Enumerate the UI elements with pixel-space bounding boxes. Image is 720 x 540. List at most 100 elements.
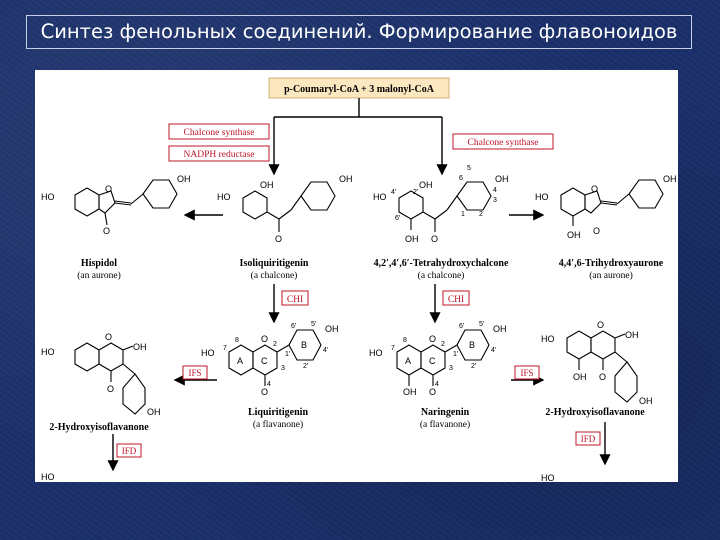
class-liquiritigenin: (a flavanone) bbox=[253, 419, 303, 430]
svg-text:OH: OH bbox=[325, 324, 339, 334]
enzyme-chi-right: CHI bbox=[448, 295, 464, 305]
label-liquiritigenin: Liquiritigenin bbox=[248, 407, 308, 418]
svg-text:3: 3 bbox=[449, 365, 453, 372]
svg-text:OH: OH bbox=[567, 230, 581, 240]
svg-text:HO: HO bbox=[373, 192, 387, 202]
label-hydroxyisoflavanone-left: 2-Hydroxyisoflavanone bbox=[49, 422, 149, 433]
svg-text:7: 7 bbox=[391, 345, 395, 352]
svg-text:4: 4 bbox=[493, 187, 497, 194]
enzyme-ifs-right: IFS bbox=[520, 368, 533, 378]
svg-text:6: 6 bbox=[459, 175, 463, 182]
svg-text:OH: OH bbox=[573, 372, 587, 382]
svg-text:4: 4 bbox=[435, 381, 439, 388]
svg-text:OH: OH bbox=[133, 342, 147, 352]
diagram-panel: p-Coumaryl-CoA + 3 malonyl-CoA Chalcone … bbox=[35, 70, 678, 482]
fragment-ho-bottom-right: HO bbox=[541, 473, 555, 482]
svg-text:O: O bbox=[429, 334, 436, 344]
svg-text:B: B bbox=[301, 340, 307, 350]
class-isoliquiritigenin: (a chalcone) bbox=[251, 270, 298, 281]
svg-text:OH: OH bbox=[405, 234, 419, 244]
enzyme-chalcone-synthase-left: Chalcone synthase bbox=[184, 128, 255, 138]
svg-text:6′: 6′ bbox=[459, 323, 465, 330]
svg-text:HO: HO bbox=[41, 192, 55, 202]
svg-text:OH: OH bbox=[625, 330, 639, 340]
svg-text:HO: HO bbox=[217, 192, 231, 202]
start-substrates: p-Coumaryl-CoA + 3 malonyl-CoA bbox=[284, 84, 435, 95]
svg-text:O: O bbox=[107, 384, 114, 394]
structure-liquiritigenin: HO O O OH A C B 8 7 2 3 4 6′ 5′ 4′ 2′ 1′ bbox=[201, 321, 339, 397]
svg-text:6′: 6′ bbox=[395, 215, 401, 222]
enzyme-ifd-left: IFD bbox=[122, 446, 137, 456]
slide-title: Синтез фенольных соединений. Формировани… bbox=[26, 15, 692, 49]
svg-text:6′: 6′ bbox=[291, 323, 297, 330]
svg-text:HO: HO bbox=[535, 192, 549, 202]
svg-text:4: 4 bbox=[267, 381, 271, 388]
svg-text:OH: OH bbox=[260, 180, 274, 190]
svg-text:O: O bbox=[593, 226, 600, 236]
class-hispidol: (an aurone) bbox=[77, 270, 121, 281]
svg-text:OH: OH bbox=[147, 407, 161, 417]
class-naringenin: (a flavanone) bbox=[420, 419, 470, 430]
svg-text:O: O bbox=[261, 334, 268, 344]
svg-text:O: O bbox=[591, 184, 598, 194]
structure-trihydroxyaurone: HO O OH O OH bbox=[535, 174, 677, 240]
svg-text:O: O bbox=[429, 387, 436, 397]
svg-text:B: B bbox=[469, 340, 475, 350]
svg-text:OH: OH bbox=[403, 387, 417, 397]
structure-hispidol: HO O O OH bbox=[41, 174, 191, 236]
svg-text:O: O bbox=[599, 372, 606, 382]
svg-text:5′: 5′ bbox=[479, 321, 485, 328]
svg-text:2′: 2′ bbox=[303, 363, 309, 370]
svg-text:HO: HO bbox=[201, 348, 215, 358]
flavonoid-pathway-diagram: p-Coumaryl-CoA + 3 malonyl-CoA Chalcone … bbox=[35, 70, 678, 482]
svg-text:7: 7 bbox=[223, 345, 227, 352]
label-naringenin: Naringenin bbox=[421, 407, 470, 418]
svg-text:OH: OH bbox=[495, 174, 509, 184]
svg-text:5: 5 bbox=[467, 165, 471, 172]
label-hydroxyisoflavanone-right: 2-Hydroxyisoflavanone bbox=[545, 407, 645, 418]
svg-text:2′: 2′ bbox=[471, 363, 477, 370]
svg-text:4′: 4′ bbox=[323, 347, 329, 354]
svg-text:O: O bbox=[261, 387, 268, 397]
svg-text:2′: 2′ bbox=[413, 189, 419, 196]
structure-tetrahydroxychalcone: HO OH OH O OH 5 6 4 3 2 1 4′ 2′ 6′ bbox=[373, 165, 509, 244]
svg-text:OH: OH bbox=[339, 174, 353, 184]
svg-text:4′: 4′ bbox=[491, 347, 497, 354]
svg-text:O: O bbox=[105, 332, 112, 342]
svg-text:8: 8 bbox=[403, 337, 407, 344]
structure-isoliquiritigenin: HO OH O OH bbox=[217, 174, 353, 244]
class-trihydroxyaurone: (an aurone) bbox=[589, 270, 633, 281]
structure-hydroxyisoflavanone-left: HO O OH O OH bbox=[41, 332, 161, 417]
svg-text:O: O bbox=[597, 320, 604, 330]
label-hispidol: Hispidol bbox=[81, 258, 117, 269]
svg-text:HO: HO bbox=[41, 347, 55, 357]
svg-text:2: 2 bbox=[479, 211, 483, 218]
svg-text:C: C bbox=[261, 356, 268, 366]
svg-text:O: O bbox=[103, 226, 110, 236]
fragment-ho-bottom-left: HO bbox=[41, 472, 55, 482]
svg-text:1′: 1′ bbox=[453, 351, 459, 358]
svg-text:2: 2 bbox=[441, 341, 445, 348]
label-isoliquiritigenin: Isoliquiritigenin bbox=[240, 258, 309, 269]
enzyme-ifd-right: IFD bbox=[581, 434, 596, 444]
svg-text:5′: 5′ bbox=[311, 321, 317, 328]
svg-text:1′: 1′ bbox=[285, 351, 291, 358]
svg-text:3: 3 bbox=[493, 197, 497, 204]
svg-text:A: A bbox=[405, 356, 411, 366]
svg-text:OH: OH bbox=[663, 174, 677, 184]
svg-text:HO: HO bbox=[541, 334, 555, 344]
svg-text:OH: OH bbox=[639, 396, 653, 406]
svg-text:8: 8 bbox=[235, 337, 239, 344]
svg-text:A: A bbox=[237, 356, 243, 366]
label-tetrahydroxychalcone: 4,2′,4′,6′-Tetrahydroxychalcone bbox=[374, 258, 509, 269]
svg-text:O: O bbox=[275, 234, 282, 244]
structure-hydroxyisoflavanone-right: HO O OH OH O OH bbox=[541, 320, 653, 406]
svg-text:O: O bbox=[105, 184, 112, 194]
svg-text:OH: OH bbox=[493, 324, 507, 334]
svg-text:HO: HO bbox=[369, 348, 383, 358]
class-tetrahydroxychalcone: (a chalcone) bbox=[418, 270, 465, 281]
enzyme-chalcone-synthase-right: Chalcone synthase bbox=[468, 138, 539, 148]
enzyme-ifs-left: IFS bbox=[188, 368, 201, 378]
svg-text:C: C bbox=[429, 356, 436, 366]
svg-text:4′: 4′ bbox=[391, 189, 397, 196]
